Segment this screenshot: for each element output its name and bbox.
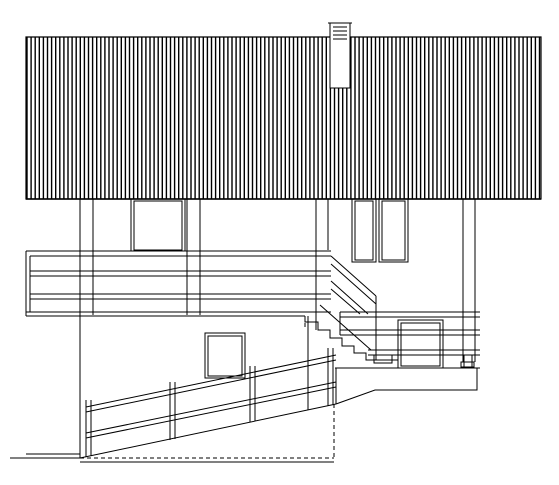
lower-structure — [336, 368, 477, 404]
exterior-stair — [305, 256, 378, 360]
ramp-handrail — [86, 355, 336, 407]
post-foot — [461, 362, 474, 367]
windows — [131, 199, 443, 378]
window-upper-right-a — [352, 199, 376, 262]
window-upper-right-a-inner — [355, 201, 373, 260]
chimney — [328, 23, 352, 88]
window-lower-right — [398, 320, 443, 368]
access-ramp — [80, 316, 336, 458]
upper-deck-railing — [26, 251, 331, 316]
roof-seams — [27, 37, 540, 199]
roof-outline — [26, 37, 541, 199]
chimney-hatch — [333, 27, 347, 39]
window-upper-left-inner — [134, 201, 182, 250]
window-lower-right-inner — [401, 323, 440, 366]
window-lower-middle — [205, 333, 245, 378]
window-upper-right-b-inner — [382, 201, 405, 260]
stair-stringer — [320, 305, 371, 350]
stair-stringer — [331, 256, 376, 296]
ground — [10, 454, 334, 462]
ramp-rail — [86, 387, 336, 438]
ramp-rail — [86, 382, 336, 433]
roof — [26, 37, 541, 199]
grade-line-right — [336, 368, 477, 404]
step-block — [374, 355, 392, 363]
upper-structure — [80, 199, 475, 458]
window-upper-left — [131, 199, 185, 251]
lower-deck-railing — [335, 312, 480, 368]
chimney-body — [330, 23, 350, 88]
ramp-edge — [80, 404, 336, 458]
window-upper-right-b — [379, 199, 408, 262]
stair-stringer — [331, 281, 368, 314]
window-lower-middle-inner — [208, 336, 242, 376]
foundation-dashed — [80, 316, 334, 458]
ramp-handrail — [86, 360, 336, 412]
stair-steps — [305, 316, 378, 360]
stair-stringer — [331, 264, 376, 304]
stair-stringer — [331, 289, 360, 314]
